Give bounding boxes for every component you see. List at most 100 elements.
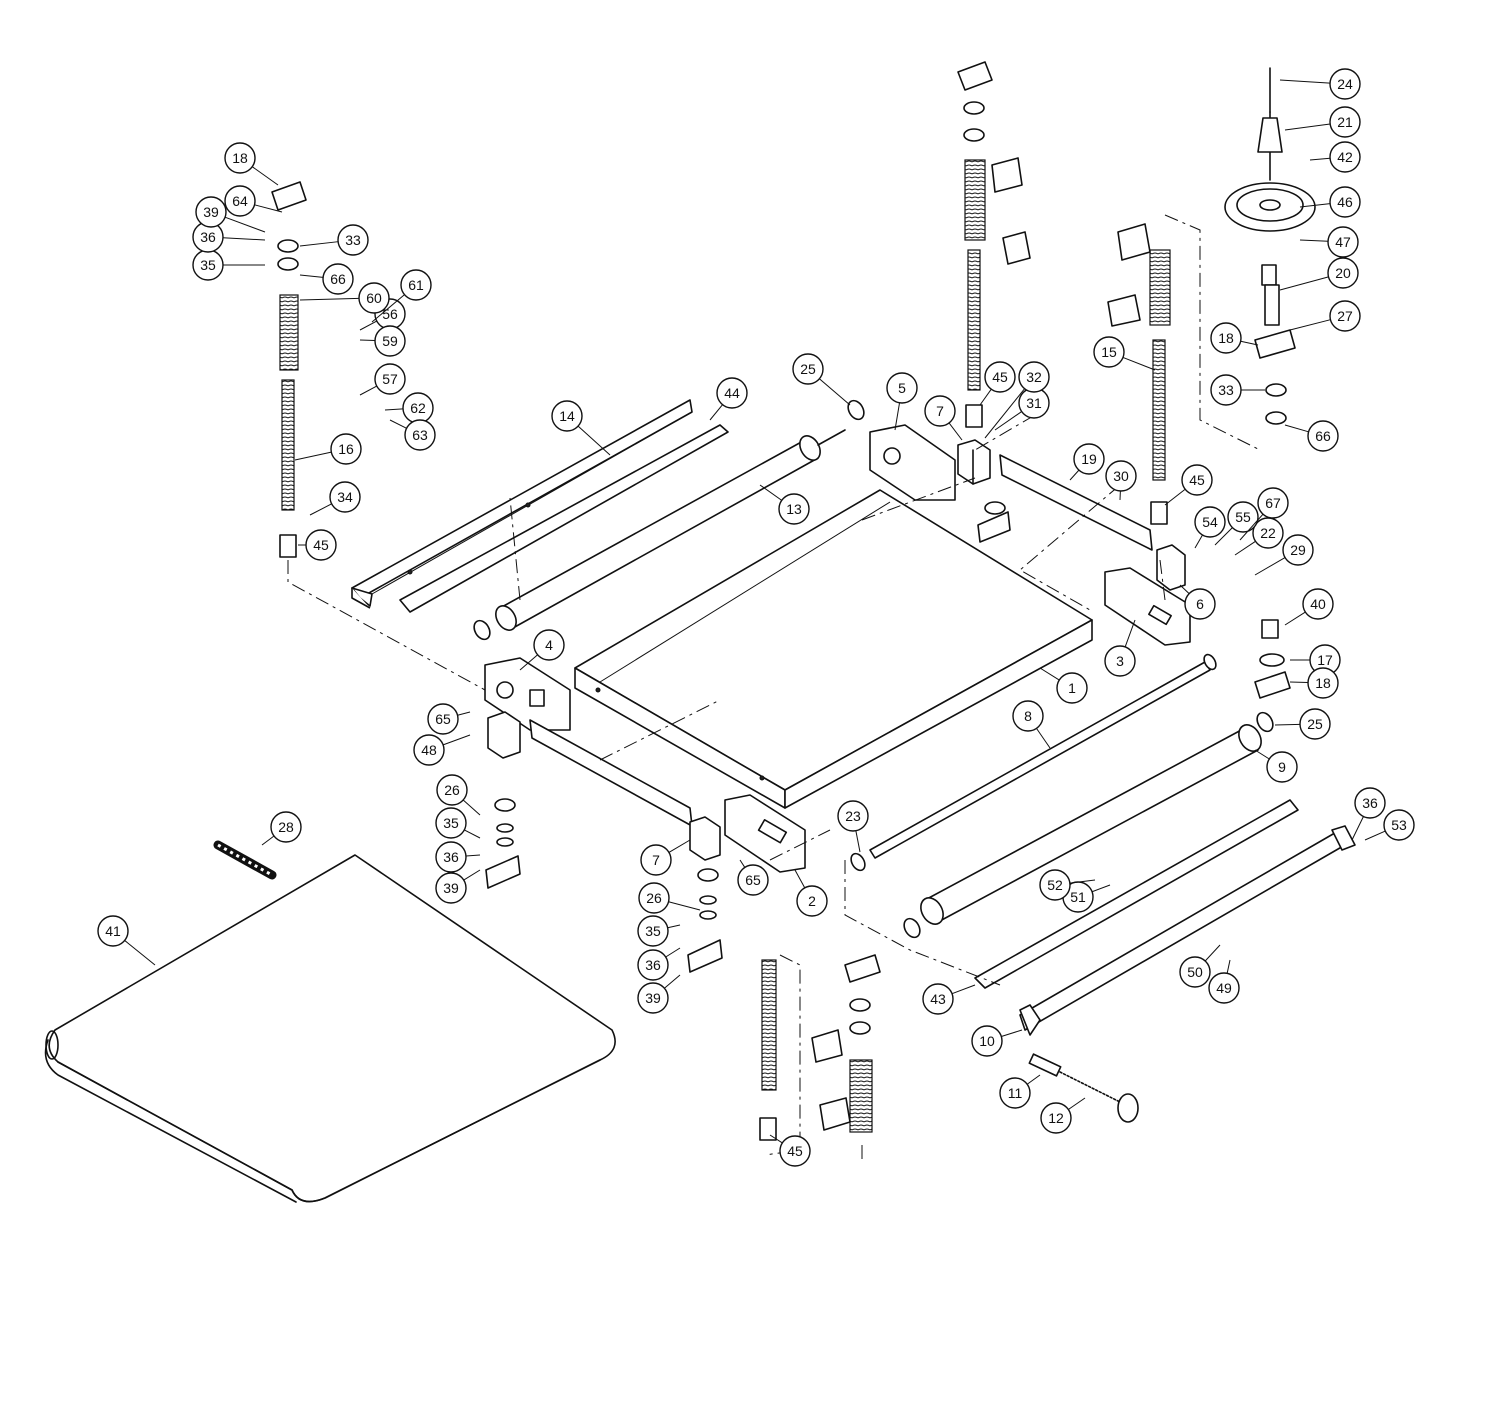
- callout-number: 63: [412, 427, 428, 443]
- callout-number: 7: [652, 852, 660, 868]
- callout-number: 20: [1335, 265, 1351, 281]
- callout-20: 20: [1279, 257, 1359, 291]
- callout-number: 21: [1337, 114, 1353, 130]
- callout-circle: [778, 493, 810, 525]
- callout-67: 67: [1239, 487, 1289, 541]
- callout-63: 63: [389, 419, 436, 451]
- gearbox-block-lower-left: [485, 711, 521, 889]
- callout-leader: [299, 241, 339, 247]
- callout-circle: [1039, 869, 1071, 901]
- callout-28: 28: [261, 811, 302, 846]
- callout-circle: [1181, 464, 1213, 496]
- lead-screw-left: [271, 181, 307, 558]
- callout-8: 8: [1012, 700, 1051, 749]
- callout-number: 39: [443, 880, 459, 896]
- callout-18: 18: [224, 142, 279, 186]
- callout-leader: [948, 422, 963, 441]
- callout-64: 64: [224, 185, 283, 217]
- callout-number: 54: [1202, 514, 1218, 530]
- callout-circle: [1307, 420, 1339, 452]
- callout-circle: [224, 185, 256, 217]
- callout-circle: [427, 703, 459, 735]
- callout-leader: [224, 216, 266, 233]
- callout-leader: [1309, 157, 1331, 161]
- callout-number: 28: [278, 819, 294, 835]
- callout-number: 55: [1235, 509, 1251, 525]
- callout-39: 39: [195, 196, 266, 233]
- callout-circle: [224, 142, 256, 174]
- callout-circle: [999, 1077, 1031, 1109]
- callout-circle: [374, 325, 406, 357]
- lead-screw-center: [957, 61, 1031, 428]
- callout-32: 32: [984, 361, 1050, 439]
- callout-number: 44: [724, 385, 740, 401]
- callout-leader: [1039, 667, 1060, 681]
- callout-circle: [1018, 361, 1050, 393]
- callout-leader: [1254, 557, 1286, 576]
- lead-screw-front: [759, 954, 881, 1141]
- callout-leader: [1069, 469, 1080, 481]
- callout-number: 36: [443, 849, 459, 865]
- callout-number: 25: [800, 361, 816, 377]
- callout-34: 34: [309, 481, 361, 516]
- callout-4: 4: [519, 629, 565, 671]
- callout-number: 14: [559, 408, 575, 424]
- side-plate-right: [999, 454, 1153, 551]
- callout-circle: [435, 841, 467, 873]
- callout-number: 50: [1187, 964, 1203, 980]
- callout-number: 65: [745, 872, 761, 888]
- callout-leader: [359, 320, 378, 331]
- callout-number: 66: [330, 271, 346, 287]
- callout-24: 24: [1279, 68, 1361, 100]
- callout-number: 1: [1068, 680, 1076, 696]
- callout-35: 35: [192, 249, 265, 281]
- callout-number: 45: [787, 1143, 803, 1159]
- callout-circle: [1266, 751, 1298, 783]
- callout-leader: [384, 408, 404, 411]
- callout-circle: [400, 269, 432, 301]
- callout-36: 36: [1351, 787, 1386, 841]
- callout-61: 61: [371, 269, 432, 323]
- rail-guide-front: [974, 799, 1299, 989]
- callout-circle: [322, 263, 354, 295]
- callout-number: 26: [646, 890, 662, 906]
- callout-45: 45: [1164, 464, 1213, 506]
- callout-circle: [924, 395, 956, 427]
- callout-number: 36: [645, 957, 661, 973]
- callout-40: 40: [1284, 588, 1334, 626]
- callout-leader: [664, 974, 681, 989]
- callout-57: 57: [359, 363, 406, 396]
- parts-artwork: [44, 61, 1356, 1203]
- callout-number: 45: [1189, 472, 1205, 488]
- callout-leader: [299, 297, 360, 301]
- callout-number: 10: [979, 1033, 995, 1049]
- callout-number: 65: [435, 711, 451, 727]
- callout-leader: [222, 237, 266, 241]
- callout-9: 9: [1254, 749, 1298, 783]
- callout-44: 44: [709, 377, 748, 421]
- callout-leader: [1124, 619, 1136, 648]
- callout-leader: [1036, 728, 1051, 749]
- callout-circle: [637, 915, 669, 947]
- callout-leader: [855, 830, 861, 853]
- callout-5: 5: [886, 372, 918, 431]
- callout-circle: [1282, 534, 1314, 566]
- callout-number: 17: [1317, 652, 1333, 668]
- callout-circle: [533, 629, 565, 661]
- callout-leader: [359, 339, 376, 341]
- callout-number: 45: [992, 369, 1008, 385]
- callout-33: 33: [1210, 374, 1265, 406]
- callout-47: 47: [1299, 226, 1359, 258]
- callout-number: 5: [898, 380, 906, 396]
- callout-circle: [1329, 186, 1361, 218]
- callout-number: 61: [408, 277, 424, 293]
- callout-leader: [1226, 959, 1231, 974]
- callout-leader: [1274, 723, 1301, 726]
- callout-circle: [779, 1135, 811, 1167]
- callout-60: 60: [299, 282, 390, 314]
- callout-leader: [1284, 123, 1331, 131]
- callout-leader: [519, 654, 538, 671]
- callout-22: 22: [1234, 517, 1284, 556]
- callout-circle: [640, 844, 672, 876]
